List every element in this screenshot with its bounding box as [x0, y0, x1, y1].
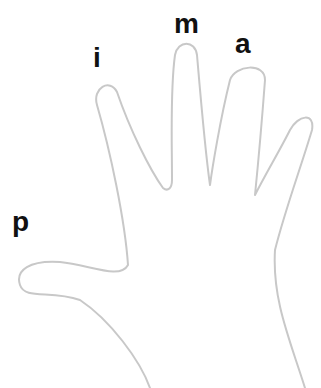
- hand-outline-path: [19, 44, 312, 388]
- finger-label: m: [174, 10, 199, 38]
- finger-label: a: [235, 30, 251, 58]
- finger-label: p: [12, 208, 29, 236]
- finger-label: i: [93, 44, 101, 72]
